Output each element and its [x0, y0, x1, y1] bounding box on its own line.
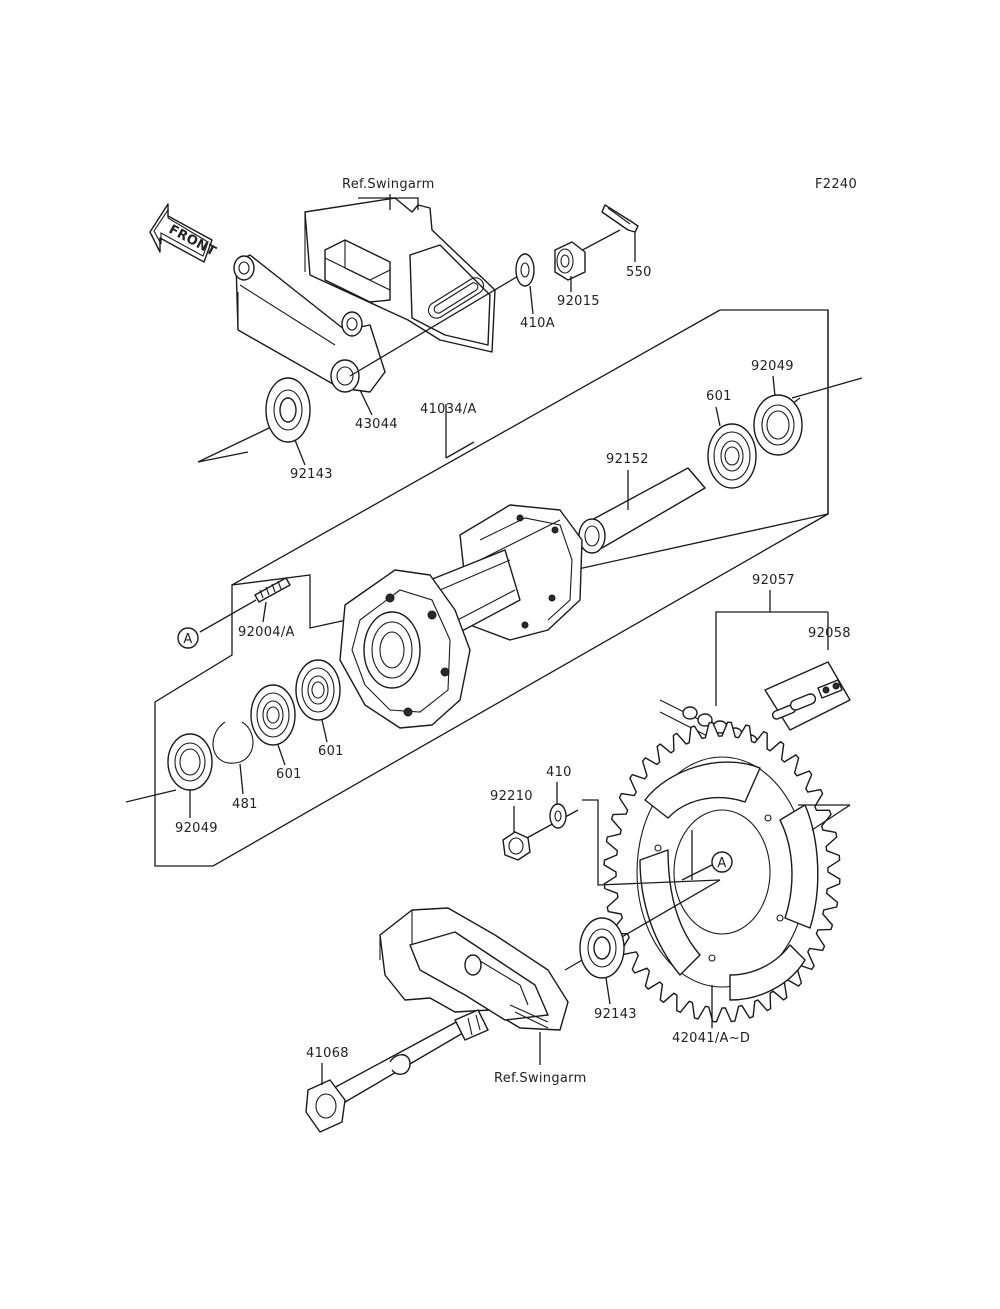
label-92143-top: 92143: [290, 467, 333, 482]
rear-hub: [339, 504, 583, 729]
seal-92049-left: [167, 733, 213, 791]
label-481: 481: [232, 797, 258, 812]
circlip-481: [212, 721, 254, 764]
washer-410: [549, 803, 567, 829]
collar-92143-top: [265, 377, 311, 443]
label-601-right: 601: [706, 389, 732, 404]
svg-text:A: A: [717, 856, 726, 871]
label-92049-left: 92049: [175, 821, 218, 836]
label-92058: 92058: [808, 626, 851, 641]
label-41034a: 41034/A: [420, 402, 477, 417]
cotter-pin-550: [601, 204, 639, 233]
chain-callout: [715, 590, 829, 706]
bearing-601-b: [250, 684, 296, 746]
label-ref-swingarm-top: Ref.Swingarm: [342, 177, 435, 192]
label-42041: 42041/A~D: [672, 1031, 750, 1046]
label-410: 410: [546, 765, 572, 780]
front-arrow-icon: FRONT: [149, 203, 218, 263]
ref-marker-a-right: A: [711, 851, 733, 873]
seal-92049-right: [753, 394, 803, 456]
callouts: F2240 Ref.Swingarm 550 92015 410A 43044 …: [175, 177, 857, 1086]
label-ref-swingarm-bottom: Ref.Swingarm: [494, 1071, 587, 1086]
nut-92210: [502, 831, 531, 861]
collar-92143-bottom: [579, 917, 625, 979]
bearing-601-a: [295, 659, 341, 721]
label-92015: 92015: [557, 294, 600, 309]
swingarm-bracket-bottom: [379, 907, 569, 1031]
figure-code: F2240: [815, 177, 857, 192]
label-410a: 410A: [520, 316, 555, 331]
label-41068: 41068: [306, 1046, 349, 1061]
label-92057: 92057: [752, 573, 795, 588]
label-92152: 92152: [606, 452, 649, 467]
label-550: 550: [626, 265, 652, 280]
ref-marker-a-left: A: [177, 627, 199, 649]
stud-92004a: [254, 577, 291, 603]
spacer-92152: [578, 467, 706, 554]
nut-92015: [554, 241, 586, 281]
swingarm-bracket-top: [233, 197, 496, 393]
nut-group-frame: [582, 799, 721, 886]
washer-410a: [515, 253, 535, 287]
label-92004a: 92004/A: [238, 625, 295, 640]
label-601-a: 601: [318, 744, 344, 759]
label-92210: 92210: [490, 789, 533, 804]
axle-41068: [305, 1009, 489, 1133]
label-601-b: 601: [276, 767, 302, 782]
label-92143-bottom: 92143: [594, 1007, 637, 1022]
bearing-601-right: [707, 423, 757, 489]
label-43044: 43044: [355, 417, 398, 432]
svg-text:A: A: [183, 632, 192, 647]
master-link-92058: [764, 661, 851, 731]
label-92049-right: 92049: [751, 359, 794, 374]
